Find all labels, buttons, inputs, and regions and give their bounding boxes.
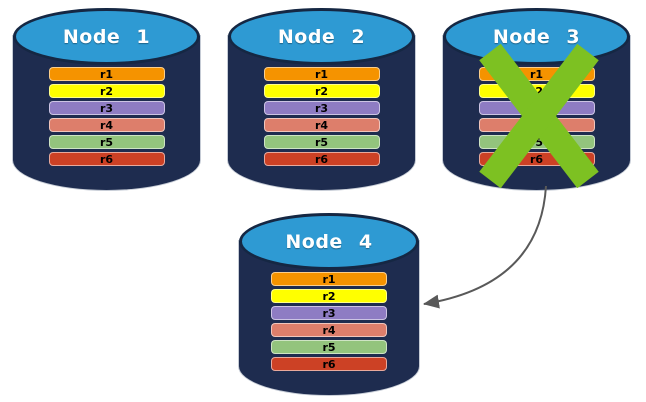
replica-stack: r1 r2 r3 r4 r5 r6 <box>271 272 387 371</box>
replica-bar-r1: r1 <box>271 272 387 286</box>
cylinder-top: Node 4 <box>239 213 419 270</box>
replica-bar-r6: r6 <box>263 152 380 166</box>
replica-bar-r3: r3 <box>263 101 380 115</box>
node-title: Node 3 <box>492 25 581 48</box>
replica-bar-r5: r5 <box>271 340 387 354</box>
replica-bar-r1: r1 <box>263 67 380 81</box>
replica-bar-r3: r3 <box>271 306 387 320</box>
replica-bar-r2: r2 <box>271 289 387 303</box>
cylinder-top: Node 1 <box>13 8 200 65</box>
replica-bar-r3: r3 <box>48 101 165 115</box>
replica-bar-r4: r4 <box>263 118 380 132</box>
replica-stack: r1 r2 r3 r4 r5 r6 <box>263 67 380 166</box>
replica-bar-r1: r1 <box>48 67 165 81</box>
cylinder-top: Node 2 <box>228 8 415 65</box>
node-title: Node 1 <box>62 25 151 48</box>
db-node-4: Node 4 r1 r2 r3 r4 r5 r6 <box>239 213 419 395</box>
db-node-1: Node 1 r1 r2 r3 r4 r5 r6 <box>13 8 200 190</box>
node-title: Node 4 <box>285 230 373 253</box>
failure-x-icon <box>479 44 599 188</box>
replica-bar-r4: r4 <box>271 323 387 337</box>
replica-bar-r5: r5 <box>263 135 380 149</box>
replica-bar-r6: r6 <box>271 357 387 371</box>
replica-bar-r2: r2 <box>48 84 165 98</box>
replica-bar-r2: r2 <box>263 84 380 98</box>
db-node-2: Node 2 r1 r2 r3 r4 r5 r6 <box>228 8 415 190</box>
replica-stack: r1 r2 r3 r4 r5 r6 <box>48 67 165 166</box>
cylinder-top: Node 3 <box>443 8 630 65</box>
replica-bar-r4: r4 <box>48 118 165 132</box>
replica-bar-r5: r5 <box>48 135 165 149</box>
db-node-3: Node 3 r1 r2 r3 r4 r5 r6 <box>443 8 630 190</box>
replica-bar-r6: r6 <box>48 152 165 166</box>
node-title: Node 2 <box>277 25 366 48</box>
